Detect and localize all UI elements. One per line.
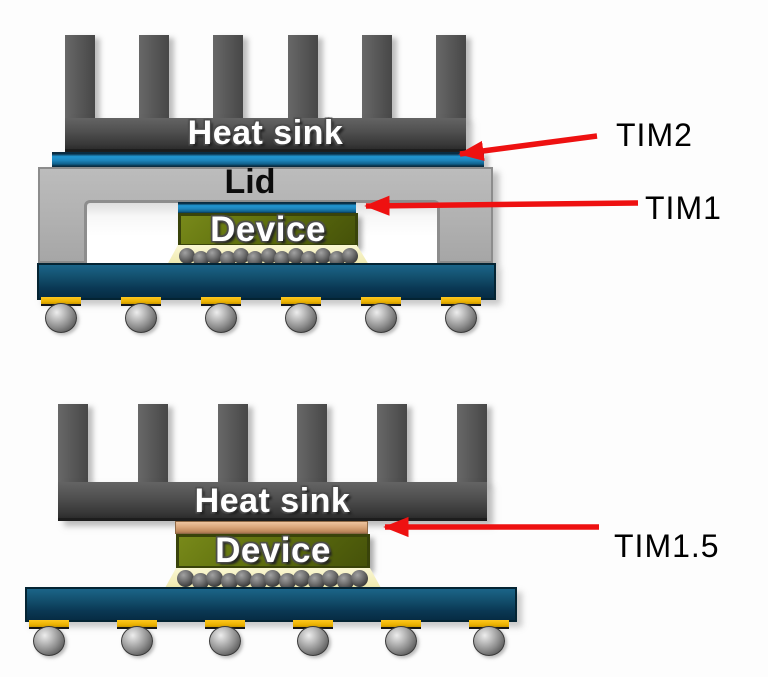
solder-ball bbox=[293, 570, 310, 587]
device-label: Device bbox=[215, 531, 331, 570]
solder-ball bbox=[307, 573, 325, 590]
heatsink-fin bbox=[213, 35, 244, 122]
heatsink-fin bbox=[297, 404, 328, 486]
bga-ball bbox=[209, 626, 241, 656]
heatsink-fin bbox=[217, 404, 248, 486]
device-label: Device bbox=[210, 210, 326, 249]
substrate-board bbox=[37, 263, 496, 300]
tim2-callout-label: TIM2 bbox=[616, 117, 693, 153]
heatsink-base bbox=[65, 118, 466, 152]
bga-ball bbox=[365, 303, 397, 333]
bga-ball bbox=[33, 626, 65, 656]
heatsink-fin bbox=[361, 35, 392, 122]
heatsink-label: Heat sink bbox=[194, 481, 351, 520]
bga-ball bbox=[297, 626, 329, 656]
solder-ball bbox=[264, 570, 281, 587]
bga-ball bbox=[121, 626, 153, 656]
solder-ball bbox=[278, 573, 296, 590]
substrate-board bbox=[25, 587, 517, 622]
bga-ball bbox=[205, 303, 237, 333]
bga-ball bbox=[285, 303, 317, 333]
bga-ball bbox=[473, 626, 505, 656]
solder-ball bbox=[179, 248, 195, 264]
solder-ball bbox=[336, 573, 354, 590]
heatsink-fin bbox=[436, 35, 466, 122]
bga-ball bbox=[45, 303, 77, 333]
heatsink-fin bbox=[58, 404, 88, 486]
solder-ball bbox=[220, 573, 238, 590]
solder-ball bbox=[206, 570, 223, 587]
solder-ball bbox=[342, 248, 359, 264]
lid-label: Lid bbox=[224, 162, 276, 201]
bga-ball bbox=[125, 303, 157, 333]
heatsink-fin bbox=[457, 404, 487, 486]
solder-ball bbox=[206, 248, 223, 264]
heatsink-label: Heat sink bbox=[187, 113, 344, 152]
bga-ball bbox=[445, 303, 477, 333]
solder-ball bbox=[260, 248, 277, 264]
device-die bbox=[176, 534, 370, 569]
heatsink-base bbox=[58, 482, 487, 521]
solder-ball bbox=[322, 570, 339, 587]
solder-ball bbox=[191, 573, 209, 590]
bga-ball bbox=[385, 626, 417, 656]
heatsink-fin bbox=[287, 35, 318, 122]
heatsink-fin bbox=[137, 404, 168, 486]
heatsink-fin bbox=[139, 35, 170, 122]
heatsink-fin bbox=[377, 404, 408, 486]
tim1-layer bbox=[178, 202, 356, 214]
tim1-callout-label: TIM1 bbox=[645, 190, 722, 226]
solder-ball bbox=[249, 573, 267, 590]
solder-ball bbox=[351, 570, 368, 587]
tim1-5-layer bbox=[175, 521, 368, 534]
heatsink-fin bbox=[65, 35, 95, 122]
solder-ball bbox=[235, 570, 252, 587]
solder-ball bbox=[177, 570, 194, 587]
solder-ball bbox=[287, 248, 304, 264]
tim2-layer bbox=[52, 152, 484, 167]
tim1-5-callout-label: TIM1.5 bbox=[614, 528, 720, 564]
solder-ball bbox=[233, 248, 250, 264]
solder-ball bbox=[315, 248, 331, 264]
